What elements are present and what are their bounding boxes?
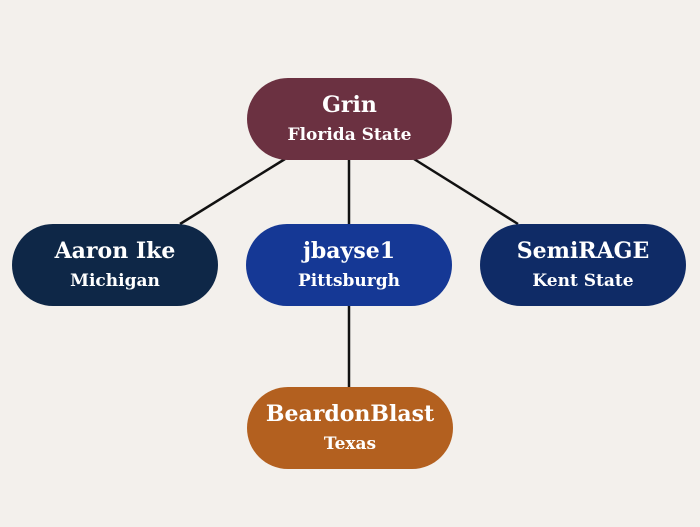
node-school: Texas xyxy=(323,434,377,454)
node-school: Pittsburgh xyxy=(298,271,400,291)
node-school: Michigan xyxy=(70,271,160,291)
node-name: Grin xyxy=(322,92,377,118)
node-name: jbayse1 xyxy=(302,238,396,264)
node-semirage: SemiRAGE Kent State xyxy=(480,224,686,306)
node-name: BeardonBlast xyxy=(265,401,435,427)
edge-grin-aaron xyxy=(179,157,286,226)
edge-grin-semi xyxy=(413,157,519,226)
node-school: Kent State xyxy=(532,271,634,291)
node-jbayse1: jbayse1 Pittsburgh xyxy=(246,224,452,306)
node-name: SemiRAGE xyxy=(516,238,650,264)
node-grin: Grin Florida State xyxy=(247,78,452,160)
node-aaron-ike: Aaron Ike Michigan xyxy=(12,224,218,306)
node-beardonblast: BeardonBlast Texas xyxy=(247,387,453,469)
node-name: Aaron Ike xyxy=(54,238,176,264)
node-school: Florida State xyxy=(287,125,412,145)
